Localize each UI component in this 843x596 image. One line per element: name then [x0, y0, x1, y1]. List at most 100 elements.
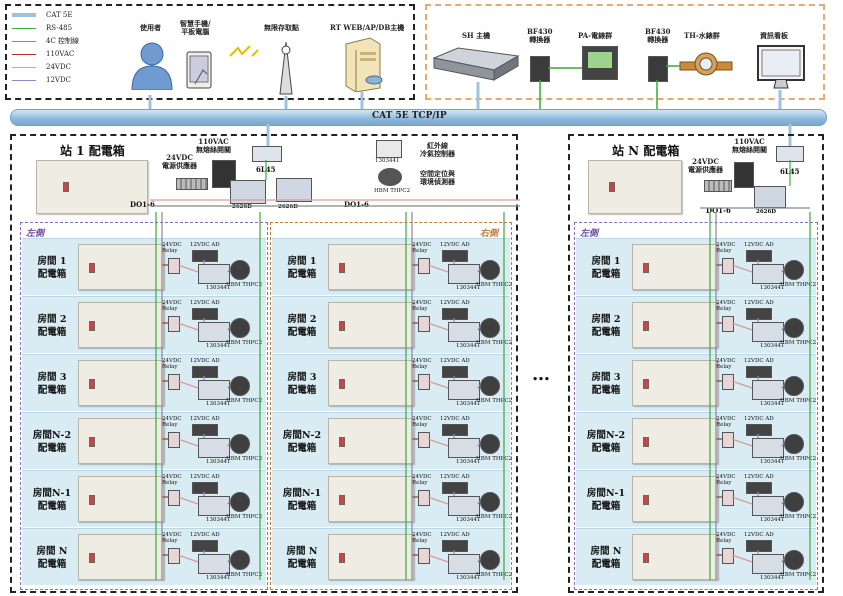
- ir-controller-label: 1303441: [456, 459, 481, 465]
- adapter-device: [746, 482, 772, 494]
- legend-item: CAT 5E: [12, 10, 73, 20]
- room-name: 房間 3 配電箱: [287, 372, 317, 396]
- env-sensor: [230, 434, 250, 454]
- station1-cabinet: [36, 160, 148, 214]
- stationN-cabinet: [588, 160, 682, 214]
- cabinet-switch: [339, 262, 345, 273]
- adapter-label: 12VDC AD: [440, 242, 470, 248]
- station1-env-device: [378, 168, 402, 186]
- station1-ir-label: 紅外線 冷氣控制器: [420, 141, 455, 158]
- relay-label: 24VDC Relay: [162, 474, 182, 486]
- access-point-icon: [279, 41, 293, 95]
- adapter-label: 12VDC AD: [190, 300, 220, 306]
- cabinet-switch: [643, 552, 649, 563]
- sh-host-icon: [432, 47, 520, 81]
- station1-controller-b: [276, 178, 312, 202]
- cabinet-switch: [339, 320, 345, 331]
- adapter-device: [746, 366, 772, 378]
- legend-item: RS-485: [12, 23, 72, 33]
- room-name: 房間 N 配電箱: [286, 546, 318, 570]
- env-sensor-label: HBM THPC2: [780, 572, 817, 578]
- ir-controller-label: 1303441: [760, 343, 785, 349]
- env-sensor-label: HBM THPC2: [226, 514, 263, 520]
- stationN-switch-label: 6L45: [780, 167, 800, 176]
- cabinet-switch: [339, 552, 345, 563]
- room-cabinet: [328, 534, 414, 580]
- mobile-label: 智慧手機/ 平板電腦: [180, 19, 211, 36]
- env-sensor: [230, 376, 250, 396]
- env-sensor-label: HBM THPC2: [780, 514, 817, 520]
- relay-device: [418, 316, 430, 332]
- adapter-device: [746, 540, 772, 552]
- relay-label: 24VDC Relay: [412, 532, 432, 544]
- env-sensor: [480, 376, 500, 396]
- sh-host-label: SH 主機: [462, 31, 491, 40]
- adapter-device: [192, 366, 218, 378]
- ir-controller: [448, 438, 480, 458]
- ir-controller-label: 1303441: [760, 575, 785, 581]
- env-sensor-label: HBM THPC2: [780, 398, 817, 404]
- room-name: 房間 3 配電箱: [591, 372, 621, 396]
- relay-label: 24VDC Relay: [412, 474, 432, 486]
- env-sensor: [784, 260, 804, 280]
- env-sensor-label: HBM THPC2: [226, 398, 263, 404]
- stationN-breaker: [734, 162, 754, 188]
- relay-label: 24VDC Relay: [412, 300, 432, 312]
- legend-item: 4C 控制線: [12, 36, 79, 46]
- env-sensor-label: HBM THPC2: [226, 572, 263, 578]
- relay-device: [418, 490, 430, 506]
- station1-right-label: 右側: [480, 229, 499, 239]
- ir-controller: [198, 264, 230, 284]
- room-cabinet: [78, 476, 164, 522]
- water-meter-icon: [679, 52, 733, 76]
- station1-ir-device: [376, 140, 402, 158]
- relay-device: [168, 490, 180, 506]
- env-sensor: [480, 434, 500, 454]
- relay-label: 24VDC Relay: [716, 532, 736, 544]
- room-name: 房間 1 配電箱: [591, 256, 621, 280]
- adapter-device: [442, 424, 468, 436]
- room-name: 房間N-1 配電箱: [32, 488, 72, 512]
- bf430-b-device: [648, 56, 668, 82]
- cabinet-switch: [89, 262, 95, 273]
- ir-controller-label: 1303441: [206, 517, 231, 523]
- stationN-do: DO1-6: [706, 206, 731, 215]
- bus-label: CAT 5E TCP/IP: [372, 111, 447, 121]
- env-sensor: [784, 434, 804, 454]
- cabinet-switch: [643, 494, 649, 505]
- room-cabinet: [328, 302, 414, 348]
- cabinet-switch: [643, 378, 649, 389]
- cabinet-switch: [89, 436, 95, 447]
- room-cabinet: [328, 476, 414, 522]
- cabinet-switch: [339, 494, 345, 505]
- env-sensor-label: HBM THPC2: [476, 340, 513, 346]
- adapter-device: [442, 540, 468, 552]
- stationN-switch: [776, 146, 804, 162]
- room-name: 房間N-1 配電箱: [586, 488, 626, 512]
- adapter-label: 12VDC AD: [440, 300, 470, 306]
- room-name: 房間 N 配電箱: [590, 546, 622, 570]
- room-cabinet: [78, 418, 164, 464]
- adapter-label: 12VDC AD: [440, 358, 470, 364]
- stationN-psu-label: 24VDC 電源供應器: [688, 157, 723, 174]
- ellipsis: …: [532, 364, 550, 385]
- env-sensor-label: HBM THPC2: [226, 456, 263, 462]
- adapter-label: 12VDC AD: [744, 532, 774, 538]
- station1-env-label: 空間定位與 環境偵測器: [420, 169, 455, 186]
- relay-device: [722, 374, 734, 390]
- env-sensor: [480, 492, 500, 512]
- ir-controller: [752, 496, 784, 516]
- room-name: 房間 2 配電箱: [37, 314, 67, 338]
- relay-label: 24VDC Relay: [162, 416, 182, 428]
- ir-controller: [198, 380, 230, 400]
- station1-breaker-label: 110VAC 無熔絲開關: [196, 137, 231, 154]
- env-sensor: [230, 492, 250, 512]
- ir-controller: [752, 554, 784, 574]
- ir-controller-label: 1303441: [206, 575, 231, 581]
- ir-controller: [198, 322, 230, 342]
- relay-label: 24VDC Relay: [716, 416, 736, 428]
- room-cabinet: [632, 302, 718, 348]
- relay-device: [418, 432, 430, 448]
- ir-controller: [198, 438, 230, 458]
- env-sensor-label: HBM THPC2: [476, 572, 513, 578]
